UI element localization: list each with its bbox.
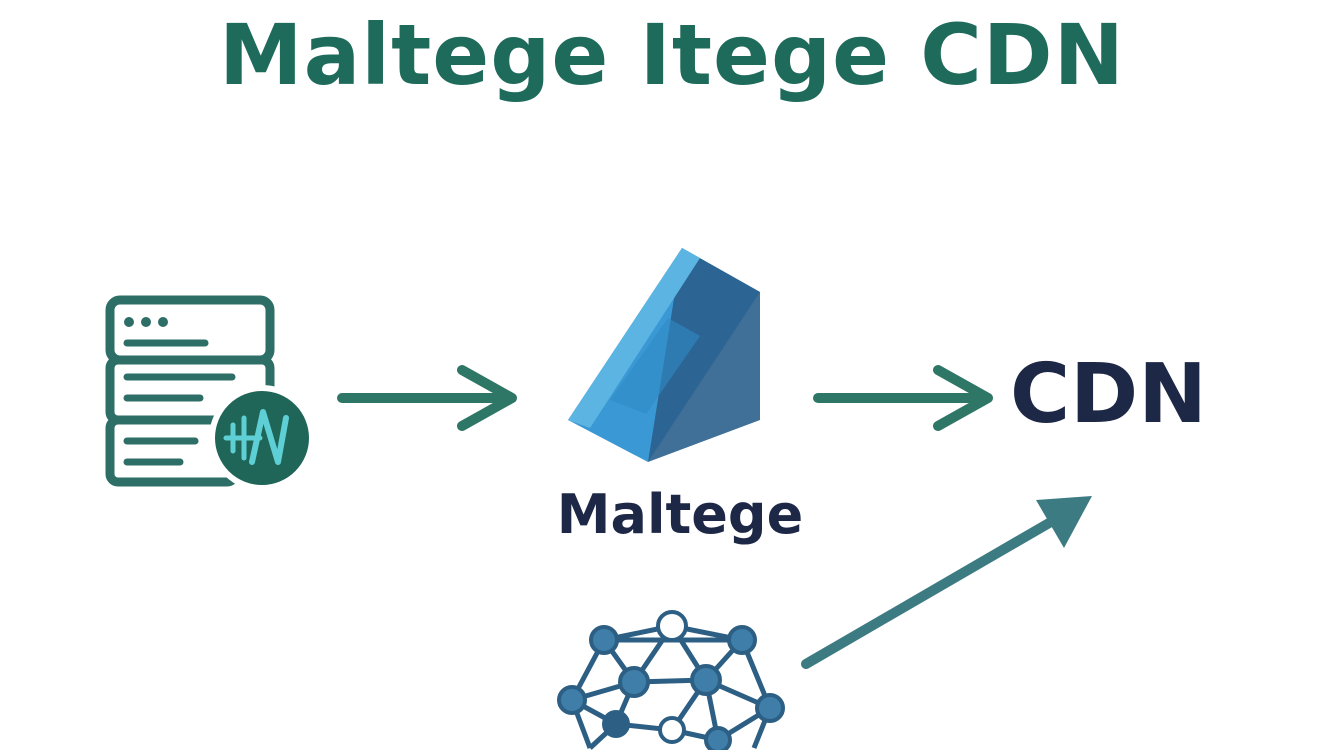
arrow-head <box>1036 496 1092 548</box>
network-node <box>690 664 722 696</box>
network-node <box>589 625 619 655</box>
window-dot <box>124 317 134 327</box>
arrow-wedge-to-cdn <box>813 365 993 431</box>
diagram-title: Maltege Itege CDN <box>219 6 1125 104</box>
window-dot <box>158 317 168 327</box>
network-node <box>656 610 688 642</box>
badge-wave-zigzag <box>249 409 289 465</box>
network-node <box>618 666 650 698</box>
wedge-highlight <box>568 248 700 428</box>
network-node <box>658 716 686 744</box>
network-mesh-icon <box>557 610 785 750</box>
arrow-head <box>457 365 517 431</box>
arrow-head <box>933 365 993 431</box>
network-node <box>602 710 630 738</box>
cdn-node-label: CDN <box>1010 347 1207 442</box>
wedge-inner-face <box>610 318 700 414</box>
arrow-server-to-wedge <box>337 365 517 431</box>
arrow-shaft <box>801 507 1073 669</box>
network-node <box>704 726 732 750</box>
wedge-prism-icon <box>568 248 760 462</box>
network-node <box>557 685 587 715</box>
wedge-node-label: Maltege <box>556 483 804 546</box>
arrow-network-to-cdn <box>801 496 1092 669</box>
waveform-badge-icon <box>209 385 315 491</box>
network-node <box>755 693 785 723</box>
server-window-top <box>105 295 275 365</box>
network-node <box>727 625 757 655</box>
window-dot <box>141 317 151 327</box>
wedge-side <box>648 248 760 462</box>
